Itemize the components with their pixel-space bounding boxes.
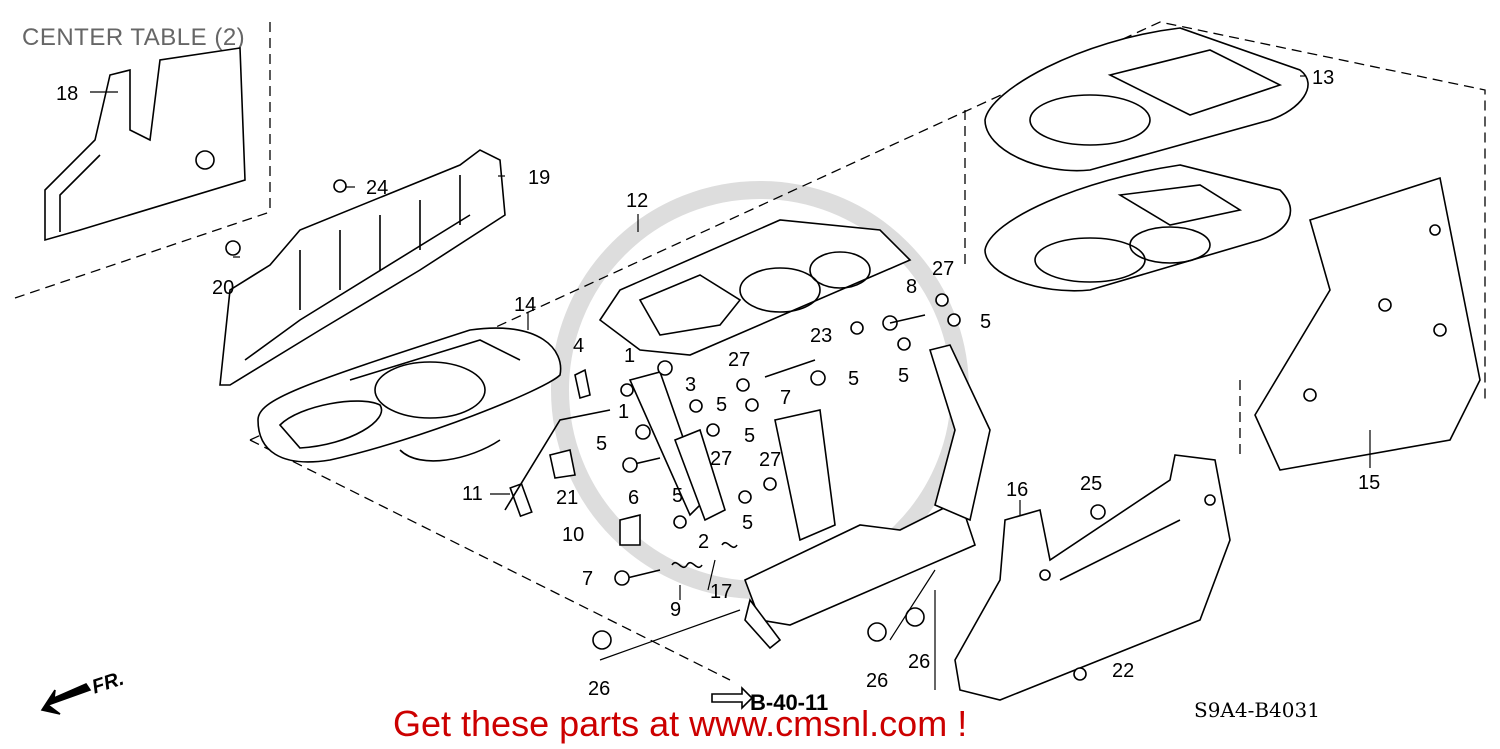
callout-1a: 1 — [624, 345, 635, 367]
reference-arrow-icon — [711, 686, 754, 710]
callout-25: 25 — [1080, 473, 1102, 495]
callout-2: 2 — [698, 531, 709, 553]
callout-27a: 27 — [728, 349, 750, 371]
callout-21: 21 — [556, 487, 578, 509]
callout-8: 8 — [906, 276, 917, 298]
part-13-top-tray — [984, 27, 1309, 172]
part-15-side-panel — [1254, 176, 1481, 471]
callout-27c: 27 — [759, 449, 781, 471]
callout-labels: 18 24 19 20 14 12 13 15 16 25 22 4 1 1 3… — [56, 67, 1380, 700]
callout-26b: 26 — [866, 670, 888, 692]
callout-5b: 5 — [596, 433, 607, 455]
callout-10: 10 — [562, 524, 584, 546]
callout-3: 3 — [685, 374, 696, 396]
part-18-side-cover — [44, 47, 246, 242]
callout-7a: 7 — [780, 387, 791, 409]
group-boundaries — [14, 21, 1486, 681]
callout-6: 6 — [628, 487, 639, 509]
callout-5a: 5 — [716, 394, 727, 416]
callout-27b: 27 — [710, 448, 732, 470]
callout-26a: 26 — [588, 678, 610, 700]
callout-12: 12 — [626, 190, 648, 212]
callout-23: 23 — [810, 325, 832, 347]
part-14-tray — [257, 327, 562, 463]
callout-15: 15 — [1358, 472, 1380, 494]
callout-5h: 5 — [980, 311, 991, 333]
small-linkages — [504, 368, 726, 546]
reference-label[interactable]: B-40-11 — [750, 690, 829, 715]
part-12-tray — [598, 219, 912, 356]
part-13-lower-tray — [984, 164, 1292, 292]
callout-4: 4 — [573, 335, 584, 357]
part-19-frame — [219, 149, 506, 386]
callout-27d: 27 — [932, 258, 954, 280]
callout-22: 22 — [1112, 660, 1134, 682]
part-16-bracket — [954, 454, 1231, 701]
callout-5d: 5 — [672, 485, 683, 507]
leader-lines — [90, 75, 1371, 690]
callout-5g: 5 — [898, 365, 909, 387]
callout-9: 9 — [670, 599, 681, 621]
callout-7b: 7 — [582, 568, 593, 590]
callout-14: 14 — [514, 294, 536, 316]
fasteners — [225, 179, 1106, 681]
diagram-code: S9A4-B4031 — [1194, 698, 1320, 722]
callout-5f: 5 — [848, 368, 859, 390]
callout-13: 13 — [1312, 67, 1334, 89]
callout-1b: 1 — [618, 401, 629, 423]
callout-16: 16 — [1006, 479, 1028, 501]
callout-19: 19 — [528, 167, 550, 189]
callout-24: 24 — [366, 177, 388, 199]
front-arrow-icon — [40, 682, 92, 715]
callout-26c: 26 — [908, 651, 930, 673]
promo-banner[interactable]: Get these parts at www.cmsnl.com ! — [393, 703, 968, 744]
callout-5e: 5 — [742, 512, 753, 534]
center-support-frame — [743, 344, 991, 650]
callout-5c: 5 — [744, 425, 755, 447]
callout-17: 17 — [710, 581, 732, 603]
callout-11: 11 — [462, 483, 483, 505]
callout-18: 18 — [56, 83, 78, 105]
diagram-title: CENTER TABLE (2) — [22, 24, 246, 51]
callout-20: 20 — [212, 277, 234, 299]
